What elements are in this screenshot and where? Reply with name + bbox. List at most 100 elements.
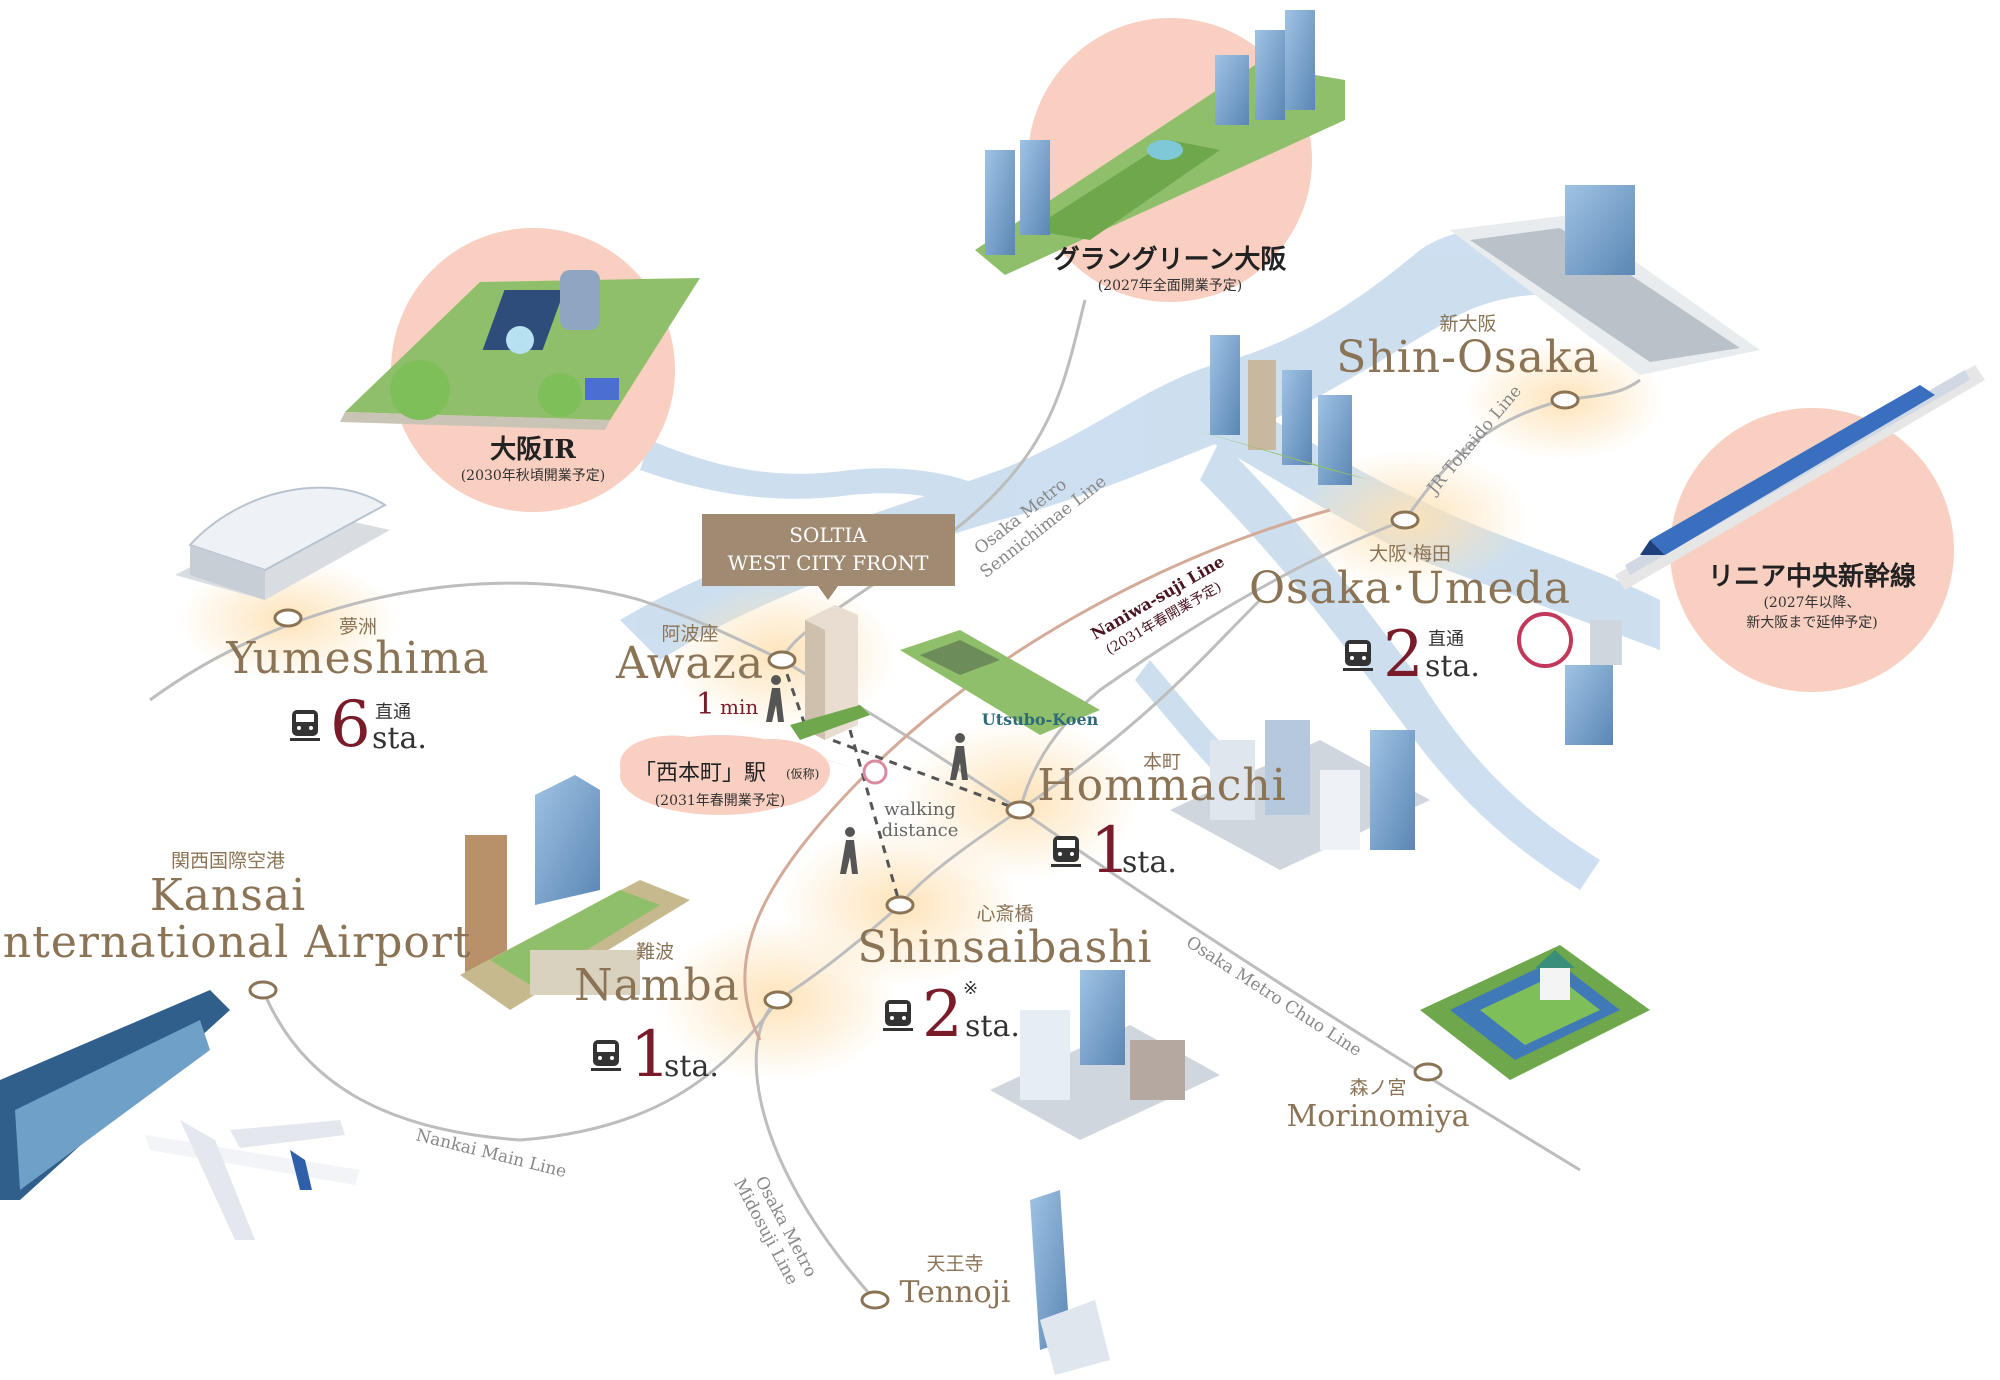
hommachi-count-num: 1 — [1090, 814, 1131, 888]
shinsaibashi-count-unit: sta. — [965, 1009, 1020, 1044]
station-dot-nishihommachi — [862, 759, 888, 785]
station-dot-morinomiya — [1413, 1062, 1443, 1082]
station-dot-awaza — [767, 650, 797, 670]
umeda-count-unit: sta. — [1425, 649, 1480, 684]
kansai-airport-illustration — [0, 990, 360, 1240]
hommachi-count-unit: sta. — [1122, 845, 1177, 880]
maglev-illustration — [1615, 365, 1985, 590]
hommachi-city-illustration — [1170, 720, 1430, 870]
grangreen-illustration — [975, 10, 1345, 275]
utsubo-label: Utsubo-Koen — [982, 710, 1099, 729]
nishihommachi-note: (仮称) — [786, 767, 819, 781]
train-icon — [1343, 640, 1373, 671]
soltia-name-2: WEST CITY FRONT — [728, 551, 929, 575]
train-icon — [591, 1040, 621, 1071]
train-icon — [290, 710, 320, 741]
shinsaibashi-ja: 心斎橋 — [976, 903, 1033, 925]
pedestrian-icon — [766, 675, 968, 874]
midosuji-label: Osaka Metro Midosuji Line — [729, 1173, 820, 1288]
namba-count-unit: sta. — [664, 1049, 719, 1084]
umeda-direct: 直通 — [1428, 629, 1464, 650]
umeda-towers-illustration — [1195, 335, 1370, 485]
shinsaibashi-en: Shinsaibashi — [857, 922, 1152, 973]
umeda-wheel-illustration — [1517, 612, 1622, 745]
awaza-ja: 阿波座 — [661, 623, 718, 645]
namba-ja: 難波 — [636, 941, 674, 963]
train-icon — [883, 1000, 913, 1031]
ir-title: 大阪IR — [490, 435, 576, 465]
train-icon — [1051, 836, 1081, 867]
yumeshima-en: Yumeshima — [225, 633, 489, 684]
linear-title: リニア中央新幹線 — [1708, 561, 1916, 592]
ir-resort-illustration — [340, 270, 700, 430]
morinomiya-ja: 森ノ宮 — [1349, 1077, 1406, 1099]
namba-towers-illustration — [460, 775, 690, 1010]
station-dot-shinsaibashi — [885, 895, 915, 915]
shinsaibashi-count-num: 2 — [922, 978, 963, 1052]
nishihommachi-sub: (2031年春開業予定) — [655, 793, 786, 809]
grangreen-title: グラングリーン大阪 — [1054, 245, 1287, 275]
umeda-en: Osaka·Umeda — [1249, 563, 1571, 614]
yumeshima-count-num: 6 — [330, 688, 371, 762]
shinosaka-ja: 新大阪 — [1439, 313, 1496, 335]
namba-count-num: 1 — [630, 1018, 671, 1092]
tennoji-ja: 天王寺 — [926, 1253, 983, 1275]
walking-label-1: walking — [884, 799, 956, 820]
chuo-label: Osaka Metro Chuo Line — [1182, 932, 1365, 1060]
grangreen-bubble: グラングリーン大阪 (2027年全面開業予定) — [975, 10, 1345, 302]
namba-en: Namba — [574, 960, 740, 1011]
shinosaka-en: Shin-Osaka — [1336, 332, 1600, 383]
kansai-en-2: International Airport — [0, 917, 472, 968]
kansai-en-1: Kansai — [150, 870, 306, 921]
hommachi-en: Hommachi — [1037, 760, 1287, 811]
nankai-label: Nankai Main Line — [414, 1125, 569, 1182]
yumeshima-direct: 直通 — [375, 702, 411, 723]
linear-sub-2: 新大阪まで延伸予定) — [1746, 615, 1877, 631]
umeda-count-num: 2 — [1383, 618, 1424, 692]
linear-bubble: リニア中央新幹線 (2027年以降、 新大阪まで延伸予定) — [1615, 365, 1985, 692]
naniwa-line — [743, 508, 1331, 1041]
station-dot-shinosaka — [1550, 390, 1580, 410]
station-dot-hommachi — [1005, 800, 1035, 820]
awaza-min-num: 1 — [696, 687, 715, 722]
svg-text:Osaka Metro Chuo Line: Osaka Metro Chuo Line — [1182, 932, 1365, 1060]
umeda-west-line — [1018, 518, 1406, 811]
abeno-tower-illustration — [1030, 1190, 1110, 1375]
yumeshima-terminal-illustration — [175, 486, 390, 600]
soltia-label: SOLTIA WEST CITY FRONT — [702, 514, 955, 600]
east-river — [1200, 440, 1600, 890]
svg-text:Nankai Main Line: Nankai Main Line — [414, 1125, 569, 1182]
osaka-ir-bubble: 大阪IR (2030年秋頃開業予定) — [340, 228, 700, 512]
nishihommachi-bubble: 「西本町」駅 (仮称) (2031年春開業予定) — [620, 735, 860, 815]
shin-osaka-station-illustration — [1450, 185, 1760, 375]
tokaido-line — [1403, 378, 1641, 521]
umeda-ja: 大阪·梅田 — [1369, 543, 1451, 565]
station-dots — [248, 390, 1580, 1310]
awaza-min-unit: min — [720, 695, 758, 719]
linear-sub-1: (2027年以降、 — [1763, 595, 1860, 611]
station-dot-umeda — [1390, 510, 1420, 530]
airplane-icon — [145, 1120, 360, 1240]
shinsaibashi-mark: ※ — [963, 978, 978, 999]
awaza-en: Awaza — [615, 638, 764, 689]
station-dot-tennoji — [860, 1290, 890, 1310]
soltia-tower-illustration — [790, 605, 870, 740]
west-river — [640, 440, 1010, 520]
tennoji-en: Tennoji — [899, 1275, 1010, 1310]
yumeshima-count-unit: sta. — [372, 721, 427, 756]
station-dot-yumeshima — [273, 608, 303, 628]
walking-paths — [780, 659, 1021, 906]
utsubo-park-illustration — [900, 630, 1100, 735]
walking-label-2: distance — [882, 820, 959, 841]
osaka-castle-illustration — [1420, 945, 1650, 1080]
grangreen-sub: (2027年全面開業予定) — [1098, 277, 1243, 294]
morinomiya-en: Morinomiya — [1287, 1099, 1470, 1134]
ir-sub: (2030年秋頃開業予定) — [461, 468, 606, 484]
shinsaibashi-city-illustration — [990, 970, 1220, 1140]
soltia-name-1: SOLTIA — [789, 523, 867, 547]
nishihommachi-title: 「西本町」駅 — [634, 761, 766, 786]
hommachi-ja: 本町 — [1143, 751, 1181, 773]
kansai-ja: 関西国際空港 — [171, 850, 285, 872]
station-dot-kansai — [248, 980, 278, 1000]
